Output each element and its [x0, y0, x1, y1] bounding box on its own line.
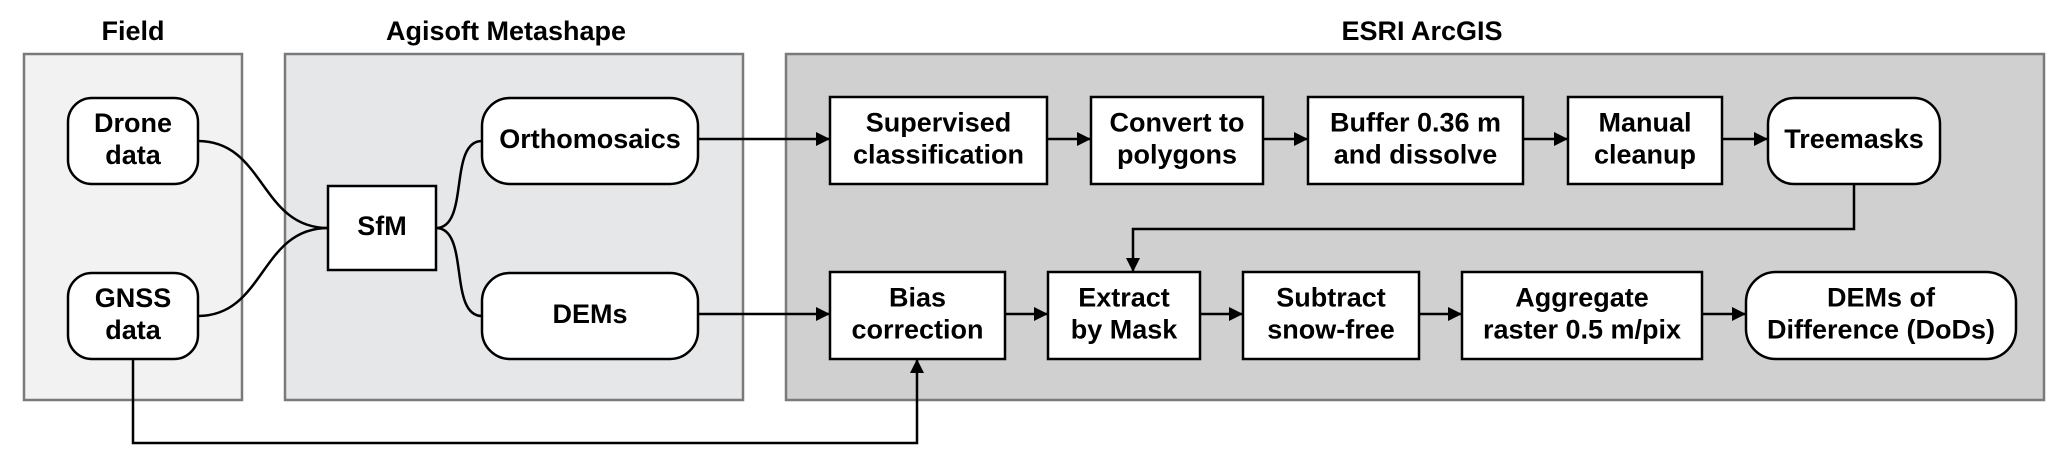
- node-sfm-box: [326, 184, 438, 272]
- edge-gnss-data-to-sfm: [197, 226, 329, 318]
- node-bias-correction-box: [828, 270, 1007, 361]
- node-convert-to-polygons-label: polygons: [1117, 140, 1237, 170]
- node-buffer-dissolve-box: [1306, 95, 1525, 186]
- node-convert-to-polygons-label: Convert to: [1110, 108, 1245, 138]
- node-subtract-snow-free-box: [1241, 270, 1421, 361]
- node-buffer-dissolve-label: and dissolve: [1334, 140, 1498, 170]
- node-manual-cleanup-label: cleanup: [1594, 140, 1696, 170]
- node-extract-by-mask-label: by Mask: [1071, 315, 1179, 345]
- edge-drone-data-to-sfm: [197, 139, 329, 230]
- edge-treemasks-to-extract-by-mask: [1126, 184, 1856, 272]
- node-gnss-data-box: [66, 271, 200, 361]
- node-aggregate-raster-label: raster 0.5 m/pix: [1483, 315, 1681, 345]
- node-extract-by-mask-box: [1046, 270, 1202, 361]
- node-aggregate-raster-box: [1460, 270, 1704, 361]
- node-manual-cleanup-box: [1566, 95, 1724, 186]
- node-convert-to-polygons-box: [1089, 95, 1265, 186]
- node-treemasks: Treemasks: [1766, 96, 1942, 186]
- node-manual-cleanup-label: Manual: [1598, 108, 1691, 138]
- node-gnss-data-label: GNSS: [95, 283, 172, 313]
- group-field-title: Field: [101, 16, 164, 46]
- node-subtract-snow-free-label: snow-free: [1267, 315, 1395, 345]
- node-dems-of-difference-label: DEMs of: [1827, 283, 1936, 313]
- group-arcgis-title: ESRI ArcGIS: [1341, 16, 1502, 46]
- node-bias-correction-label: correction: [851, 315, 983, 345]
- edge-sfm-to-dems: [435, 226, 483, 318]
- node-orthomosaics-label: Orthomosaics: [499, 124, 681, 154]
- node-gnss-data-label: data: [105, 315, 162, 345]
- node-treemasks-label: Treemasks: [1784, 124, 1924, 154]
- node-dems-box: [480, 271, 700, 361]
- group-metashape-title: Agisoft Metashape: [386, 16, 626, 46]
- node-supervised-classification-box: [828, 95, 1049, 186]
- node-aggregate-raster-label: Aggregate: [1515, 283, 1649, 313]
- node-treemasks-box: [1766, 96, 1942, 186]
- node-supervised-classification-label: Supervised: [866, 108, 1012, 138]
- node-dems-of-difference-box: [1744, 270, 2018, 361]
- node-sfm: SfM: [326, 184, 438, 272]
- node-dems-label: DEMs: [552, 299, 627, 329]
- node-extract-by-mask-label: Extract: [1078, 283, 1170, 313]
- node-supervised-classification-label: classification: [853, 140, 1024, 170]
- node-drone-data-label: Drone: [94, 108, 172, 138]
- node-sfm-label: SfM: [357, 211, 407, 241]
- node-bias-correction-label: Bias: [889, 283, 946, 313]
- edge-gnss-data-to-bias-correction: [131, 359, 924, 445]
- node-drone-data-box: [66, 96, 200, 186]
- node-drone-data-label: data: [105, 140, 162, 170]
- edge-sfm-to-orthomosaics: [435, 139, 483, 230]
- node-dems-of-difference-label: Difference (DoDs): [1767, 315, 1995, 345]
- node-orthomosaics: Orthomosaics: [480, 96, 700, 186]
- node-buffer-dissolve-label: Buffer 0.36 m: [1330, 108, 1501, 138]
- node-subtract-snow-free-label: Subtract: [1276, 283, 1386, 313]
- node-orthomosaics-box: [480, 96, 700, 186]
- node-dems: DEMs: [480, 271, 700, 361]
